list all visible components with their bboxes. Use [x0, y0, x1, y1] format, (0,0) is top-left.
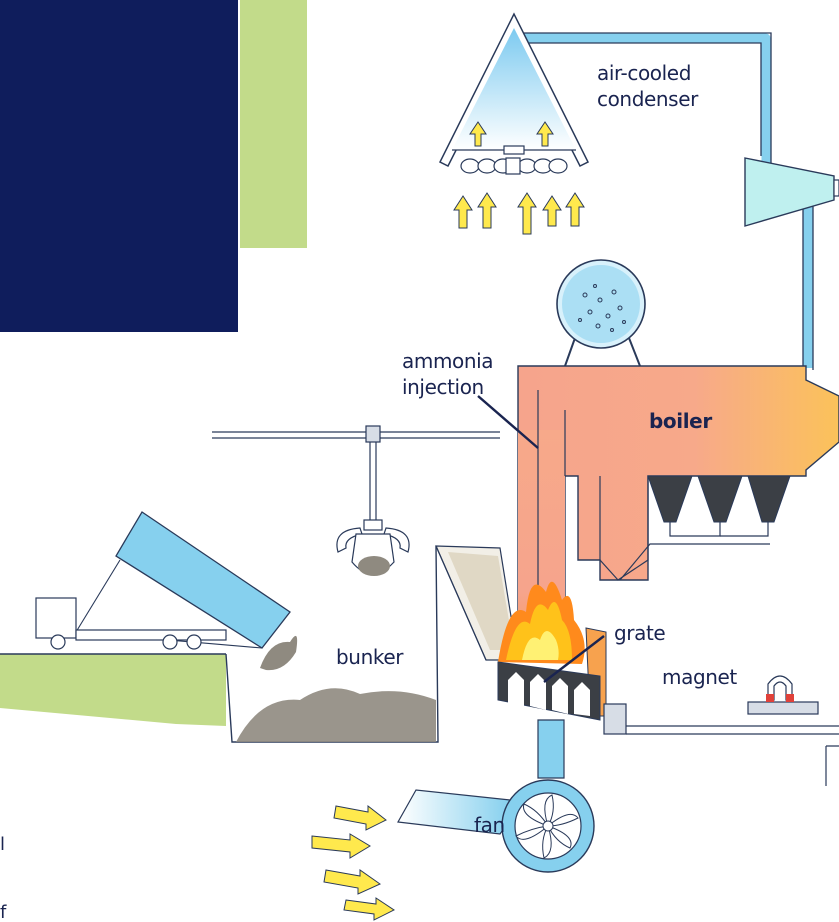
air-cooled-condenser [438, 12, 590, 235]
grate-pointer [543, 635, 605, 683]
crane [212, 425, 500, 576]
label-magnet: magnet [662, 665, 737, 689]
steam-pipe [514, 33, 813, 368]
grate [497, 661, 601, 721]
ammonia-injection-pointer [477, 395, 539, 449]
fan-inflow-arrows [311, 804, 395, 921]
label-injection: injection [402, 375, 484, 399]
steam-drum [556, 259, 646, 367]
label-condenser: condenser [597, 87, 699, 111]
feed-chute [435, 545, 519, 661]
label-bunker: bunker [336, 645, 404, 669]
label-ammonia: ammonia [402, 349, 493, 373]
turbine [744, 157, 839, 227]
edge-char-2: f [0, 902, 7, 922]
label-grate: grate [614, 621, 665, 645]
label-fan: fan [474, 813, 505, 837]
combustion-air-duct [311, 719, 595, 921]
air-inflow-arrows [453, 192, 585, 235]
garbage-truck [35, 511, 291, 650]
magnet-conveyor [603, 675, 839, 786]
green-accent-block [240, 0, 307, 248]
bunker-and-ground [0, 545, 439, 743]
navy-title-block [0, 0, 238, 332]
edge-char-1: l [0, 834, 5, 855]
fan-blades [515, 794, 579, 859]
label-air-cooled: air-cooled [597, 61, 691, 85]
label-boiler: boiler [649, 409, 712, 433]
furnace-flames [498, 581, 585, 664]
